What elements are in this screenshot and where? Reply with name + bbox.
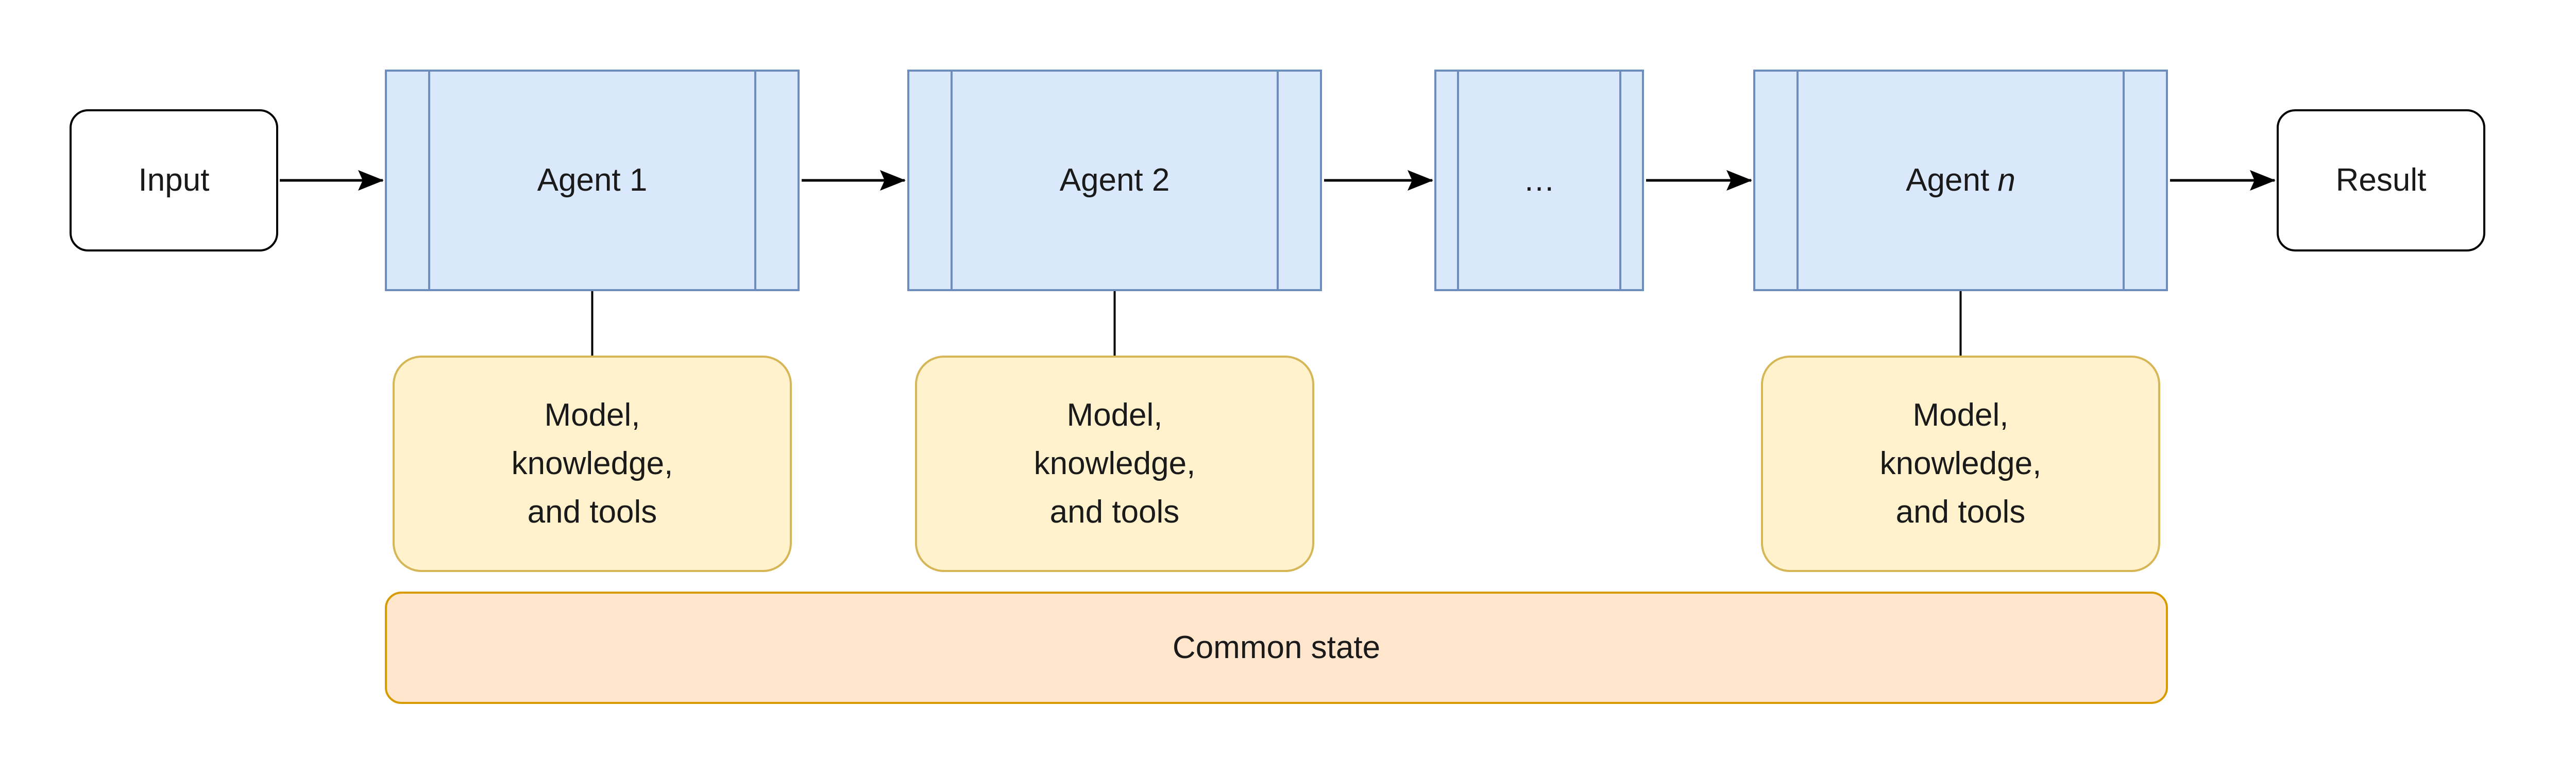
node-agent-n-label-prefix: Agent bbox=[1906, 162, 1990, 198]
node-result: Result bbox=[2277, 109, 2485, 251]
node-input: Input bbox=[70, 109, 278, 251]
node-agent-n-label-variable: n bbox=[1997, 162, 2015, 198]
resource-label-line: Model, bbox=[1066, 397, 1163, 433]
resource-label-line: knowledge, bbox=[1033, 446, 1196, 481]
node-agent-2: Agent 2 bbox=[907, 70, 1322, 291]
node-resources-agent-2: Model, knowledge, and tools bbox=[915, 356, 1314, 572]
subroutine-bar-right bbox=[1277, 72, 1320, 289]
node-resources-agent-n: Model, knowledge, and tools bbox=[1761, 356, 2160, 572]
node-agent-1: Agent 1 bbox=[385, 70, 800, 291]
resource-label-line: knowledge, bbox=[1879, 446, 2042, 481]
resource-label-line: and tools bbox=[1895, 494, 2026, 530]
subroutine-bar-left bbox=[909, 72, 953, 289]
subroutine-bar-right bbox=[1619, 72, 1642, 289]
resource-label-line: knowledge, bbox=[511, 446, 673, 481]
node-resources-agent-n-label: Model, knowledge, and tools bbox=[1880, 391, 2042, 536]
node-ellipsis: … bbox=[1434, 70, 1644, 291]
node-resources-agent-1-label: Model, knowledge, and tools bbox=[512, 391, 673, 536]
subroutine-bar-left bbox=[387, 72, 430, 289]
node-resources-agent-2-label: Model, knowledge, and tools bbox=[1034, 391, 1196, 536]
subroutine-bar-right bbox=[754, 72, 798, 289]
resource-label-line: Model, bbox=[1912, 397, 2009, 433]
node-common-state-label: Common state bbox=[1172, 629, 1381, 665]
resource-label-line: and tools bbox=[527, 494, 657, 530]
node-input-label: Input bbox=[138, 162, 210, 198]
resource-label-line: Model, bbox=[544, 397, 640, 433]
node-result-label: Result bbox=[2335, 162, 2427, 198]
node-agent-2-label: Agent 2 bbox=[1059, 162, 1170, 198]
subroutine-bar-left bbox=[1755, 72, 1799, 289]
subroutine-bar-left bbox=[1436, 72, 1459, 289]
resource-label-line: and tools bbox=[1049, 494, 1180, 530]
node-resources-agent-1: Model, knowledge, and tools bbox=[393, 356, 792, 572]
subroutine-bar-right bbox=[2123, 72, 2166, 289]
node-ellipsis-label: … bbox=[1523, 162, 1555, 198]
node-agent-1-label: Agent 1 bbox=[537, 162, 648, 198]
node-common-state: Common state bbox=[385, 592, 2168, 704]
